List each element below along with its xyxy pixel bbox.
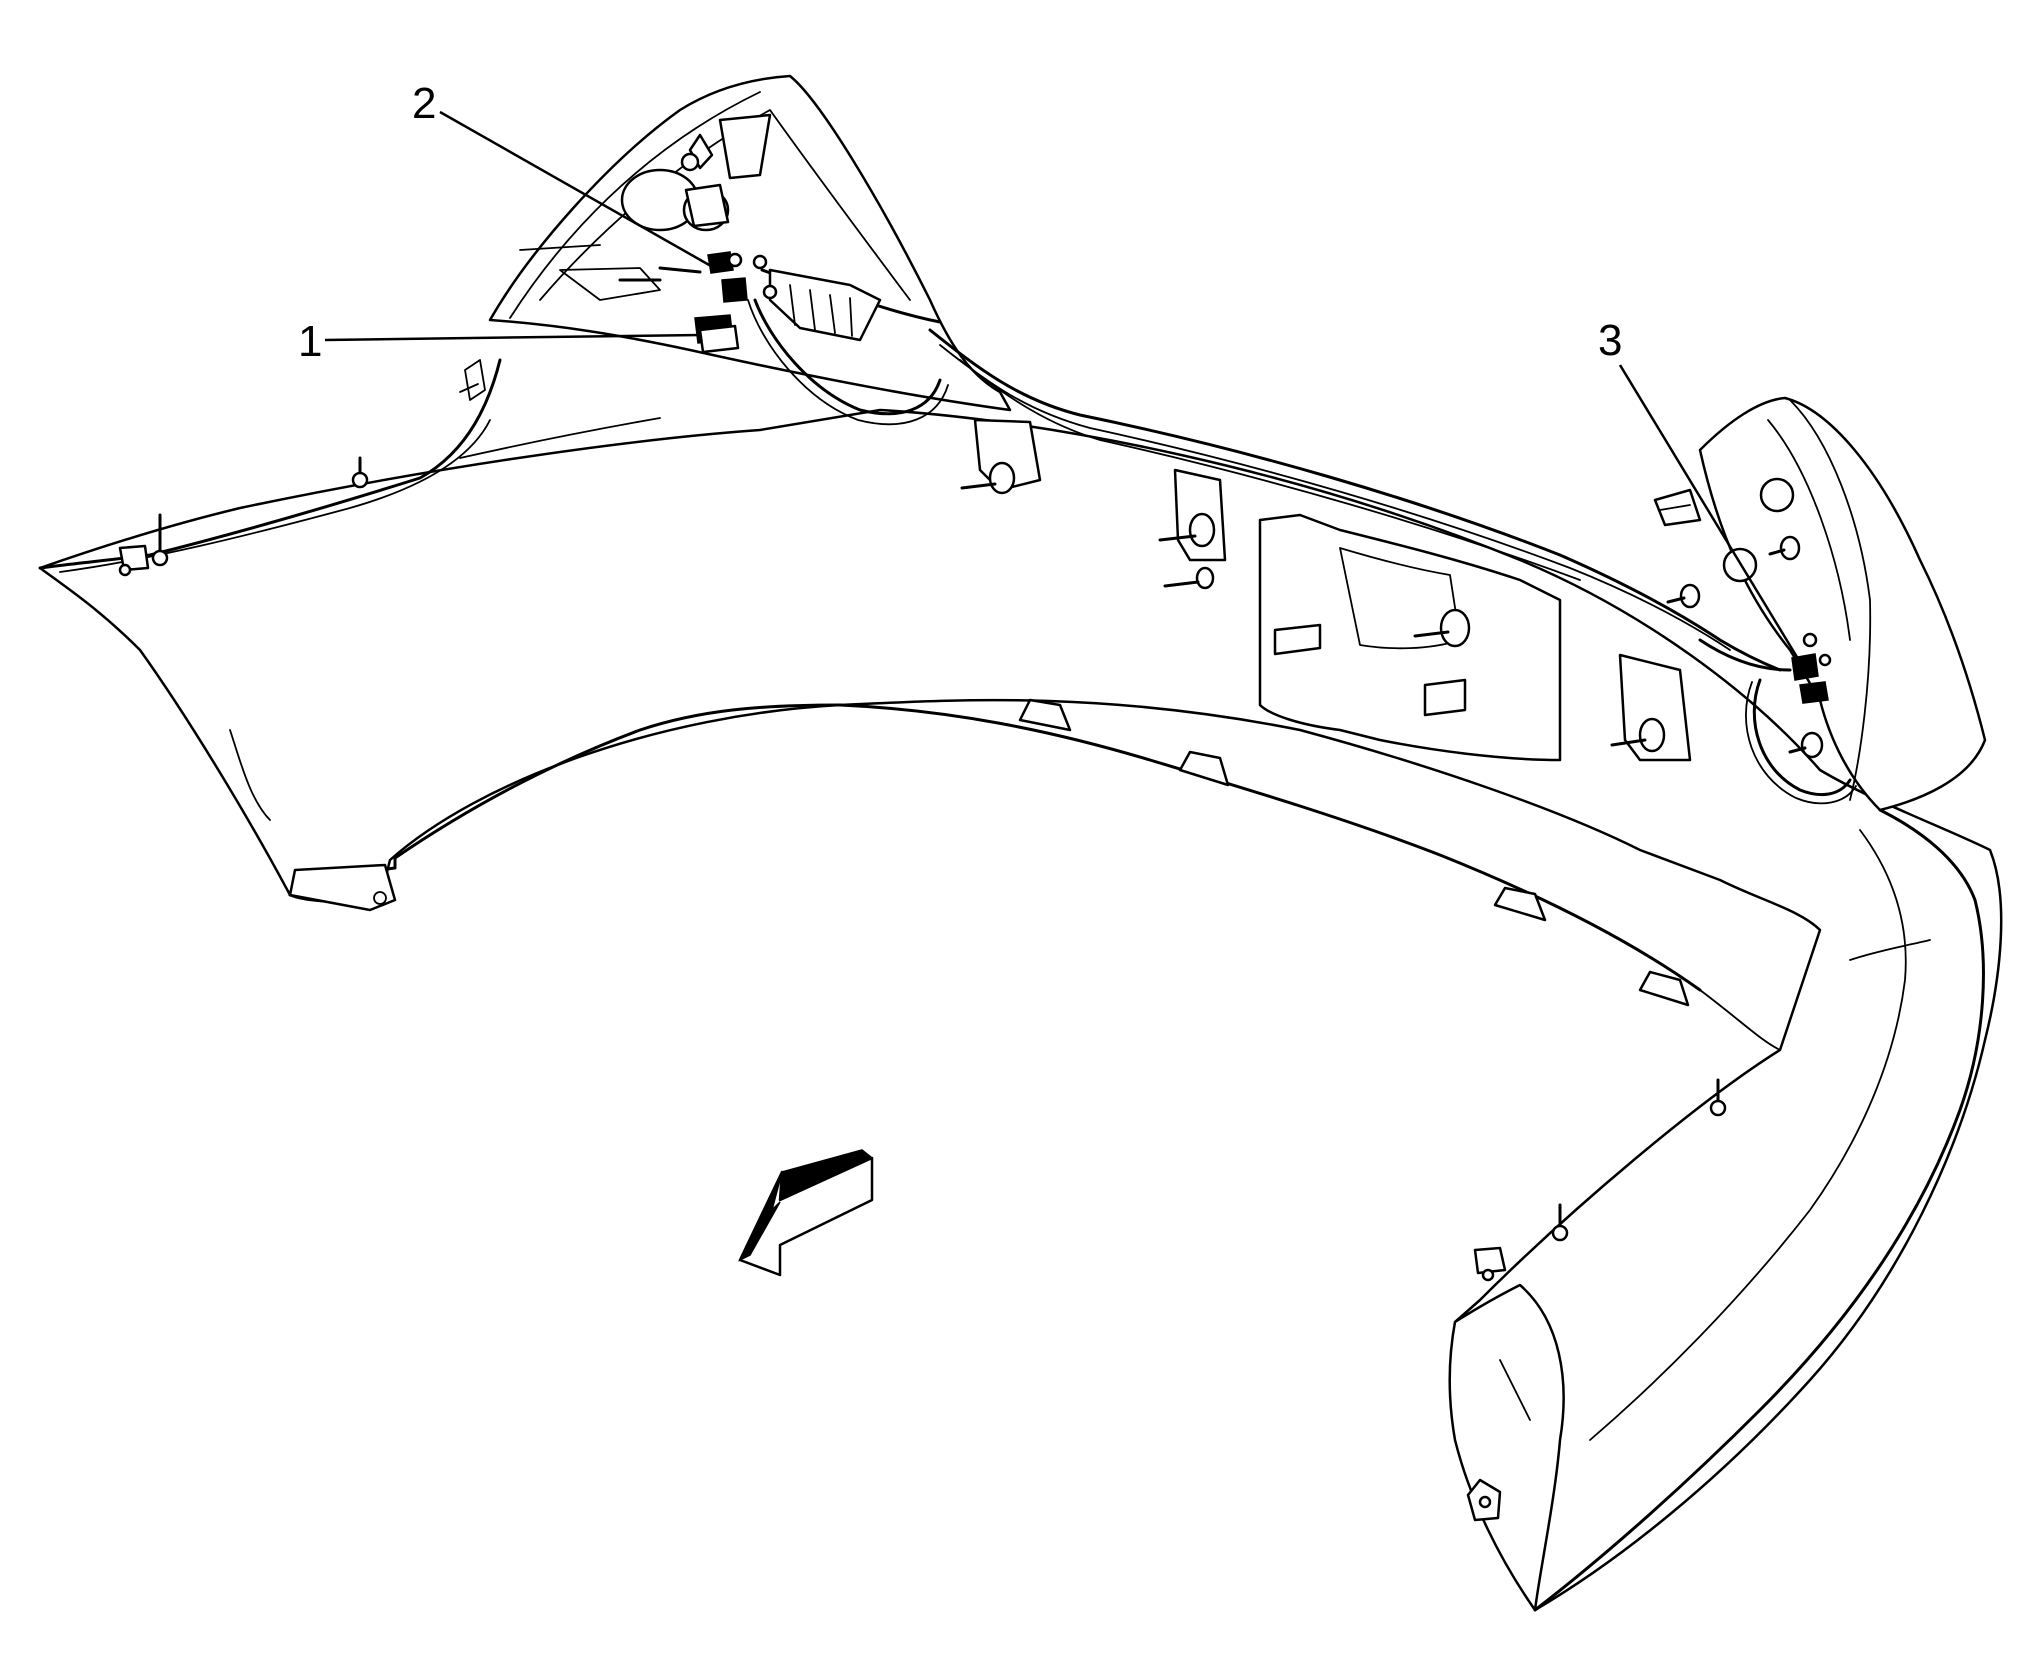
right-corner-fasteners (1466, 1078, 1727, 1522)
mounting-studs (960, 418, 1824, 762)
direction-arrow-icon (737, 1149, 874, 1277)
bumper-fascia (38, 74, 2003, 1612)
leader-1 (324, 333, 701, 342)
leader-3 (1618, 364, 1802, 663)
callout-1: 1 (298, 317, 322, 366)
left-corner-fasteners (118, 359, 486, 577)
right-wiring-detail (1653, 488, 1857, 805)
callout-3: 3 (1598, 316, 1622, 365)
callout-leaders (324, 110, 1802, 663)
callout-2: 2 (412, 79, 436, 128)
left-wiring-detail (519, 113, 949, 426)
leader-2 (439, 110, 719, 272)
